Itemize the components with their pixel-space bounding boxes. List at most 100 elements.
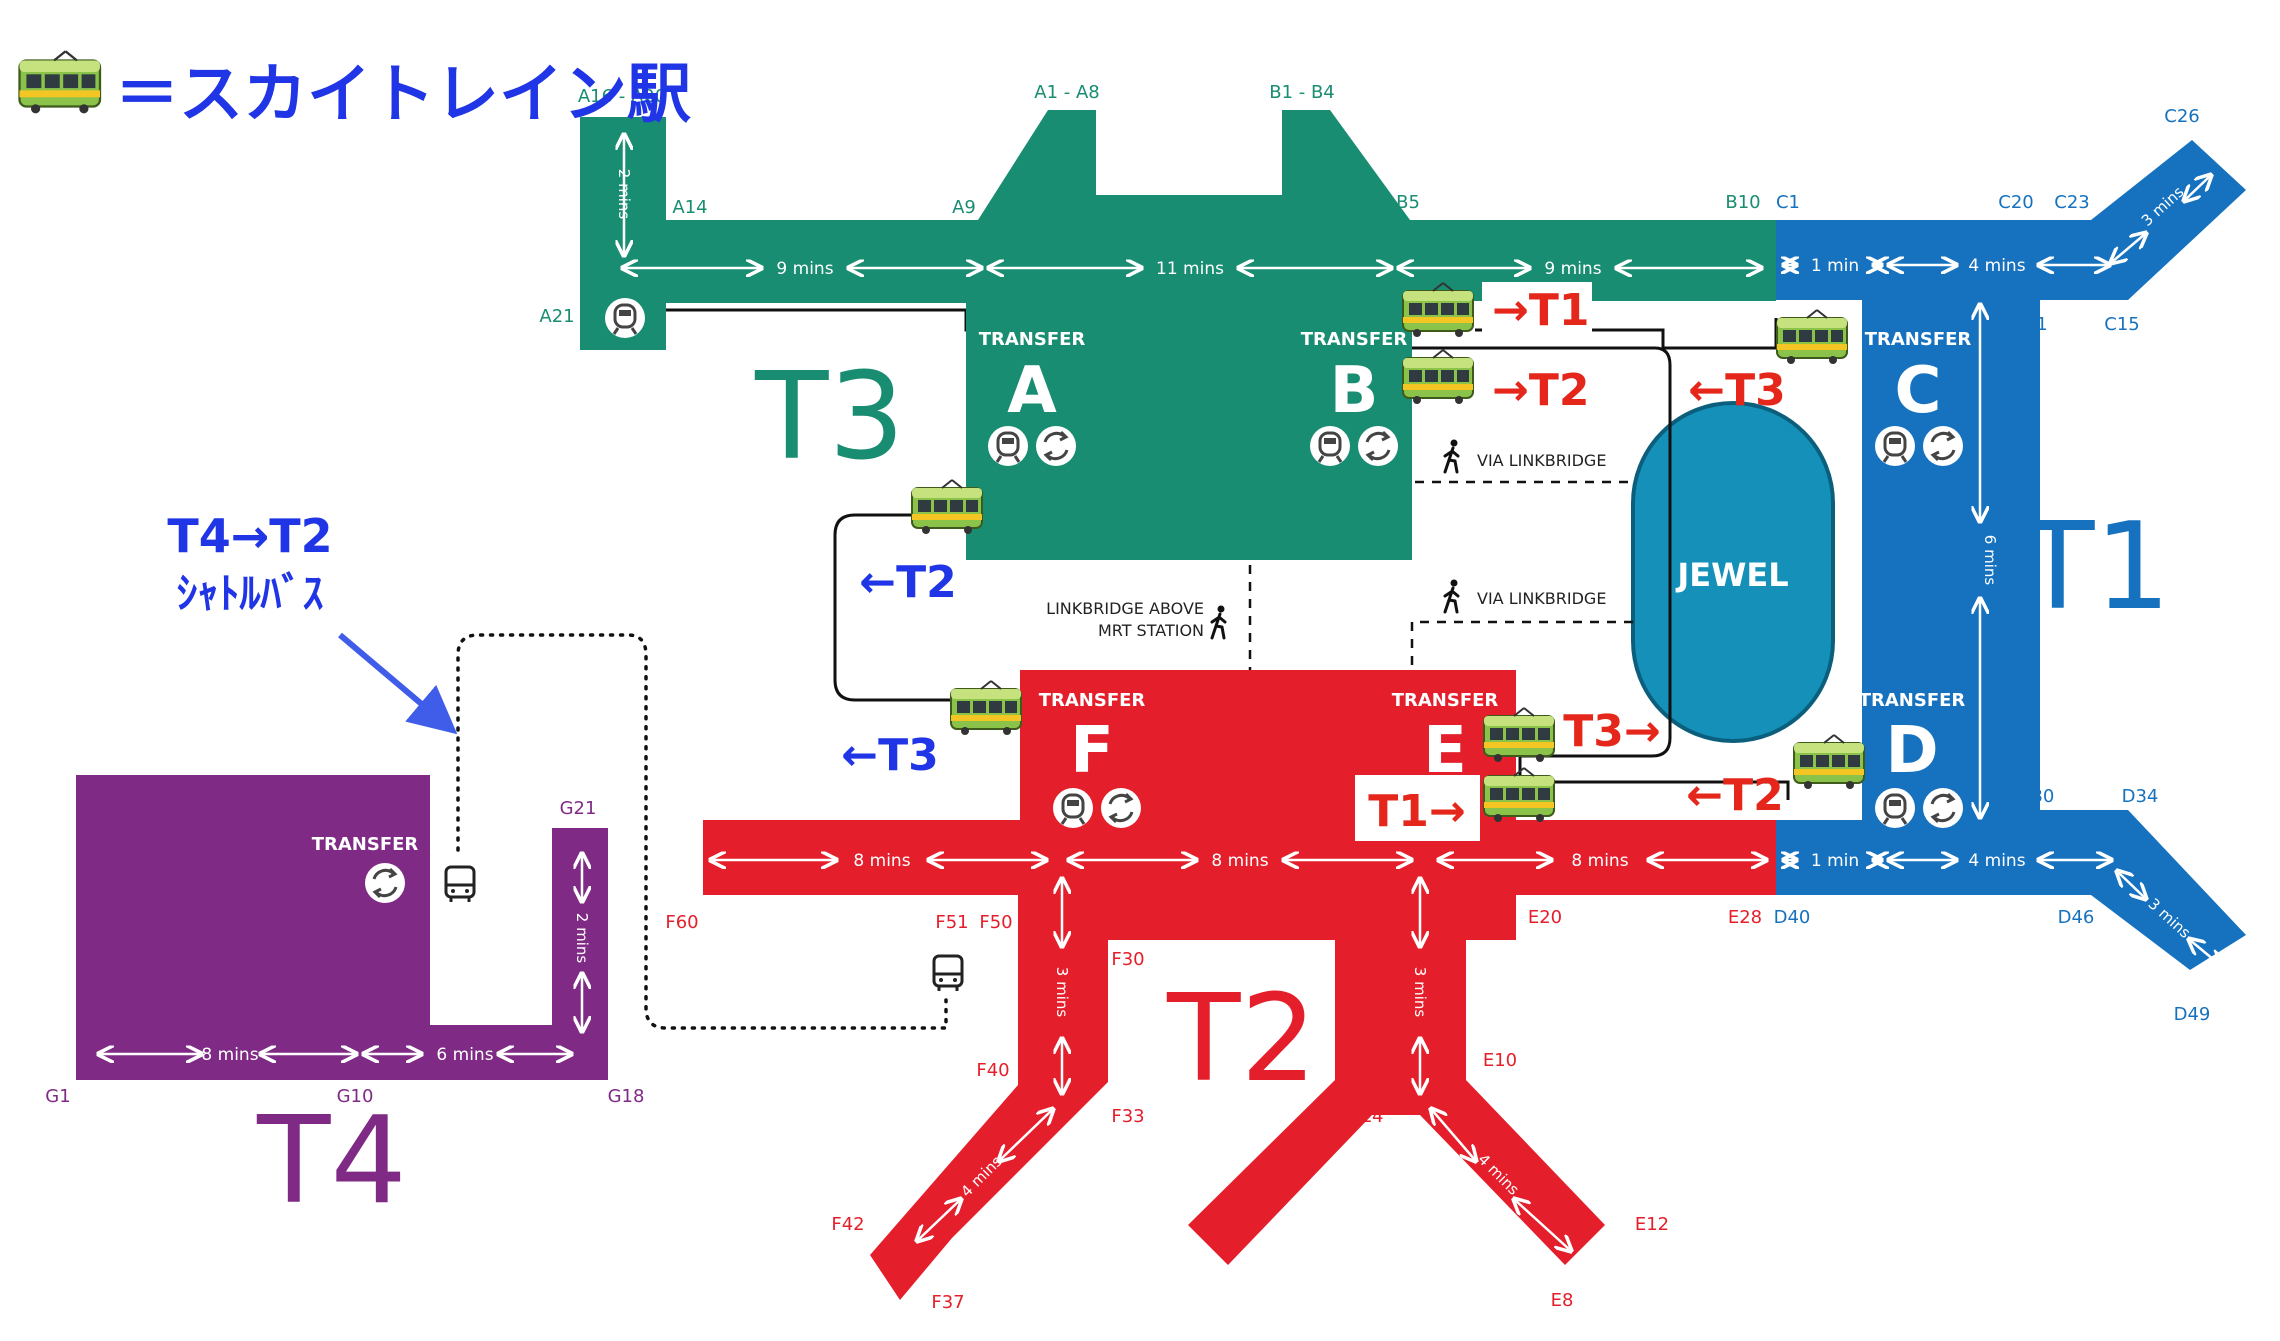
- transfer-icon: [363, 861, 407, 905]
- transfer-icon: [1034, 424, 1078, 468]
- walk-time-label: 2 mins: [615, 169, 633, 220]
- shuttle-pointer-arrow: [338, 632, 458, 735]
- gate-code: G1: [45, 1086, 70, 1107]
- skytrain-station-icon: [1873, 424, 1917, 468]
- transfer-label-d: TRANSFER: [1859, 690, 1966, 711]
- skytrain-direction: ←T2: [859, 557, 957, 608]
- gate-code: C15: [2104, 314, 2139, 335]
- gate-code: D46: [2058, 907, 2095, 928]
- walk-time-label: 2 mins: [573, 913, 591, 964]
- gate-code: B10: [1725, 192, 1760, 213]
- direction-label-bg: [1355, 775, 1480, 841]
- linkbridge-label: MRT STATION: [1098, 621, 1204, 640]
- tram-icon: [1776, 309, 1848, 365]
- gate-code: B5: [1396, 192, 1420, 213]
- skytrain-station-icon: [1873, 786, 1917, 830]
- gate-code: D30: [2018, 786, 2055, 807]
- walk-time-label: 9 mins: [1544, 259, 1601, 279]
- tram-icon: [1793, 734, 1865, 790]
- gate-code: F42: [831, 1214, 864, 1235]
- skytrain-direction: ←T3: [841, 730, 939, 781]
- terminal-t3-shape: [580, 110, 1776, 560]
- skytrain-direction: T3→: [1563, 706, 1661, 757]
- gate-code: C11: [2012, 314, 2047, 335]
- legend-text: ＝スカイトレイン駅: [115, 58, 691, 132]
- jewel-label: JEWEL: [1675, 556, 1788, 594]
- gate-code: G18: [608, 1086, 645, 1107]
- linkbridge-label: VIA LINKBRIDGE: [1477, 589, 1606, 608]
- legend-tram-icon: [18, 50, 102, 115]
- transfer-icon: [1099, 786, 1143, 830]
- gate-code: A14: [672, 197, 707, 218]
- gate-code: D34: [2122, 786, 2159, 807]
- skytrain-station-icon: [603, 296, 647, 340]
- gate-letter-a: A: [1007, 354, 1057, 428]
- bus-icon: [932, 954, 964, 993]
- skytrain-station-icon: [1051, 786, 1095, 830]
- walk-time-label: 3 mins: [1411, 967, 1429, 1018]
- gate-letter-f: F: [1070, 714, 1114, 788]
- walk-time-arrows: [100, 136, 2220, 1250]
- transfer-label-t4: TRANSFER: [312, 834, 419, 855]
- transfer-icon: [1921, 424, 1965, 468]
- terminal-name-t3: T3: [754, 348, 905, 487]
- terminal-name-t2: T2: [1166, 970, 1317, 1109]
- gate-code: A9: [952, 197, 976, 218]
- bus-icon: [444, 865, 476, 904]
- walk-time-label: 8 mins: [853, 851, 910, 871]
- walk-icon: [1210, 604, 1227, 640]
- terminal-t2-shape: [703, 670, 1776, 1300]
- gate-code: G10: [337, 1086, 374, 1107]
- linkbridge-label: VIA LINKBRIDGE: [1477, 451, 1606, 470]
- gate-code: E4: [1361, 1106, 1384, 1127]
- walk-time-label: 9 mins: [776, 259, 833, 279]
- walk-time-label: 6 mins: [436, 1045, 493, 1065]
- jewel-building: [1631, 401, 1835, 743]
- walk-time-label: 8 mins: [1211, 851, 1268, 871]
- gate-code: F40: [976, 1060, 1009, 1081]
- skytrain-direction: →T1: [1492, 285, 1590, 336]
- walk-time-label: 8 mins: [1571, 851, 1628, 871]
- terminal-name-t1: T1: [2020, 498, 2171, 637]
- gate-code: E28: [1728, 907, 1762, 928]
- gate-letter-c: C: [1895, 354, 1942, 428]
- gate-code: F37: [931, 1292, 964, 1313]
- skytrain-station-icon: [986, 424, 1030, 468]
- shuttle-route-label: T4→T2: [167, 509, 332, 563]
- tram-icon: [950, 680, 1022, 736]
- gate-letter-d: D: [1885, 714, 1938, 788]
- skytrain-direction: →T2: [1492, 365, 1590, 416]
- gate-code: E12: [1635, 1214, 1669, 1235]
- gate-code: A16 - A20: [578, 86, 666, 107]
- tram-icon: [911, 479, 983, 535]
- transfer-icon: [1921, 786, 1965, 830]
- walk-time-label: 1 min: [1811, 256, 1859, 276]
- skytrain-direction: ←T2: [1686, 770, 1784, 821]
- gate-code: F50: [979, 912, 1012, 933]
- gate-code: C23: [2054, 192, 2089, 213]
- transfer-label-a: TRANSFER: [979, 329, 1086, 350]
- skytrain-station-icon: [1308, 424, 1352, 468]
- gate-code: A21: [539, 306, 574, 327]
- tram-icon: [1483, 707, 1555, 763]
- skytrain-direction: T1→: [1368, 786, 1466, 837]
- gate-code: D49: [2174, 1004, 2211, 1025]
- gate-code: E10: [1483, 1050, 1517, 1071]
- gate-code: A1 - A8: [1034, 82, 1099, 103]
- gate-code: F51: [935, 912, 968, 933]
- walk-time-label: 11 mins: [1156, 259, 1224, 279]
- walk-time-label: 4 mins: [1968, 256, 2025, 276]
- gate-letter-b: B: [1330, 354, 1379, 428]
- transfer-label-b: TRANSFER: [1301, 329, 1408, 350]
- linkbridge-label: LINKBRIDGE ABOVE: [1046, 599, 1204, 618]
- gate-code: C20: [1998, 192, 2033, 213]
- walk-time-label: 4 mins: [1968, 851, 2025, 871]
- terminal-name-t4: T4: [256, 1092, 407, 1231]
- transfer-label-e: TRANSFER: [1392, 690, 1499, 711]
- terminal-t4-shape: [76, 775, 608, 1080]
- walk-icon: [1443, 438, 1460, 474]
- walk-time-label: 8 mins: [201, 1045, 258, 1065]
- gate-code: E20: [1528, 907, 1562, 928]
- terminal-t1-shape: [1776, 140, 2246, 970]
